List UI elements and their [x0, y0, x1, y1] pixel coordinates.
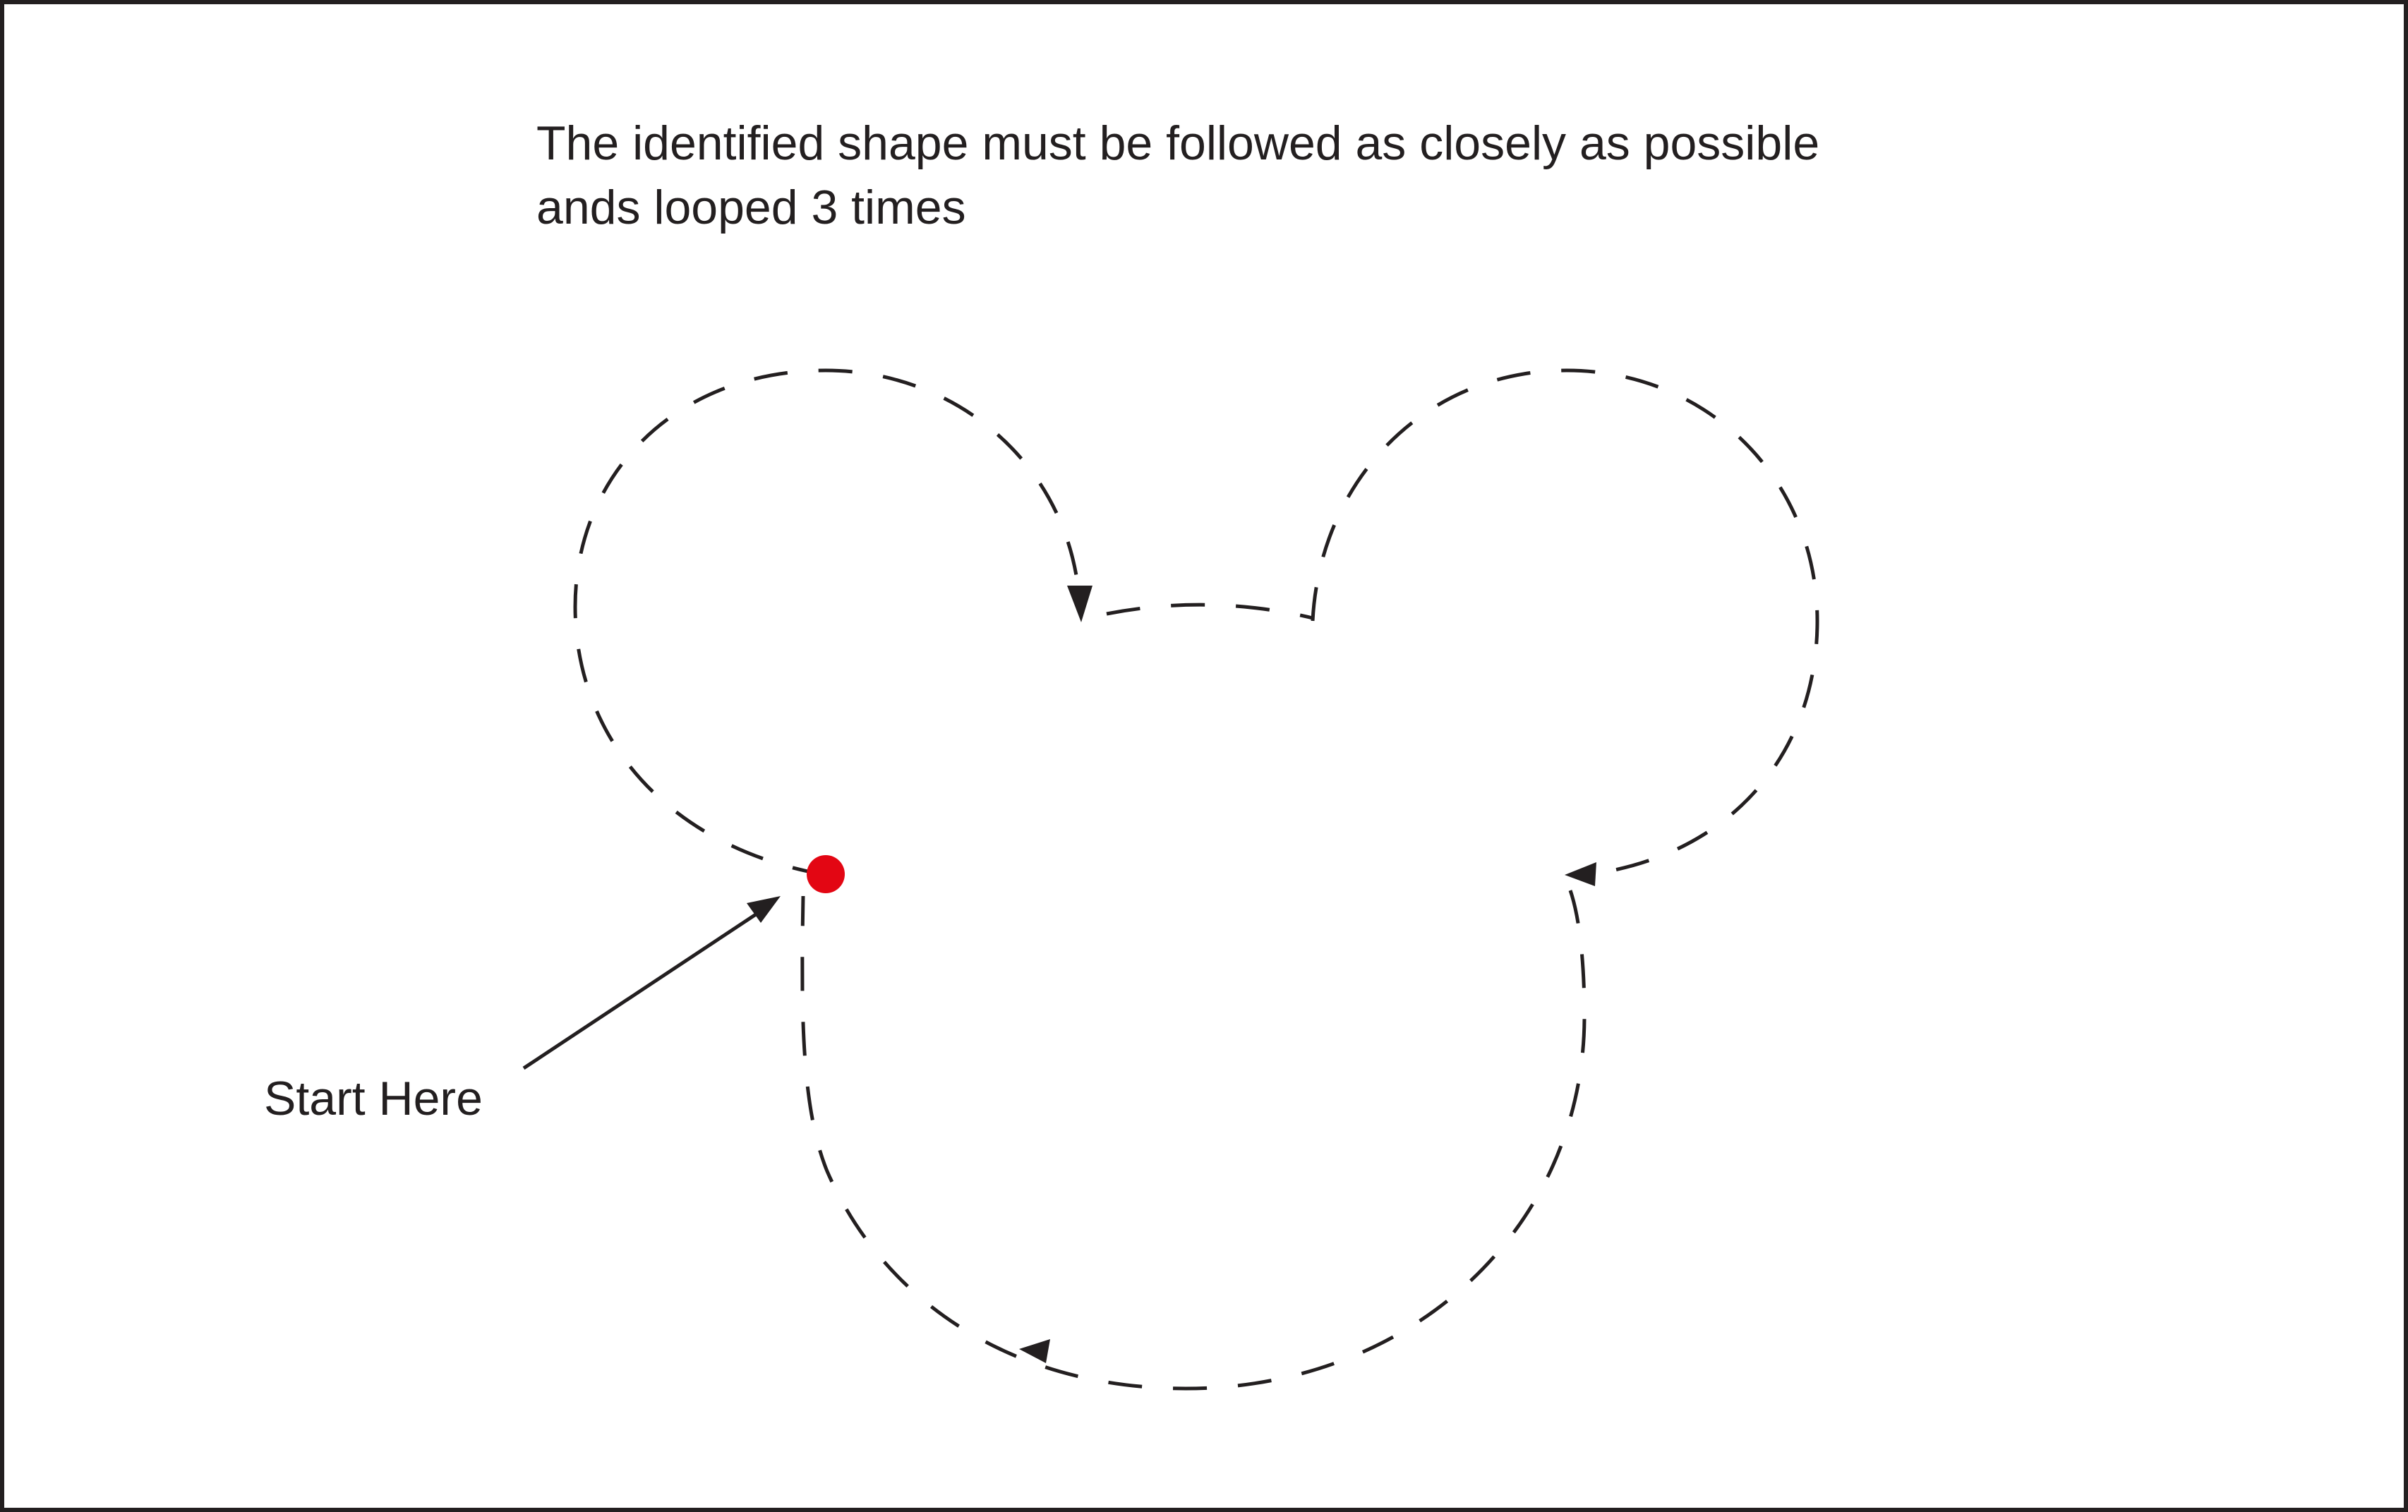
arrow-head-left-ear [1067, 586, 1092, 622]
start-label: Start Here [264, 1072, 483, 1125]
right-ear-path [1311, 368, 1819, 876]
arrow-head-right-ear [1565, 862, 1596, 886]
start-pointer-arrow-head [747, 896, 781, 923]
instruction-line-2: ands looped 3 times [536, 181, 966, 234]
start-marker [807, 855, 845, 893]
left-ear-path [573, 368, 1082, 877]
instruction-line-1: The identified shape must be followed as… [536, 116, 1819, 170]
head-top-path [1106, 603, 1313, 620]
chin-path [800, 890, 1587, 1391]
start-pointer-line [522, 908, 764, 1070]
arrow-head-chin [1019, 1339, 1050, 1363]
